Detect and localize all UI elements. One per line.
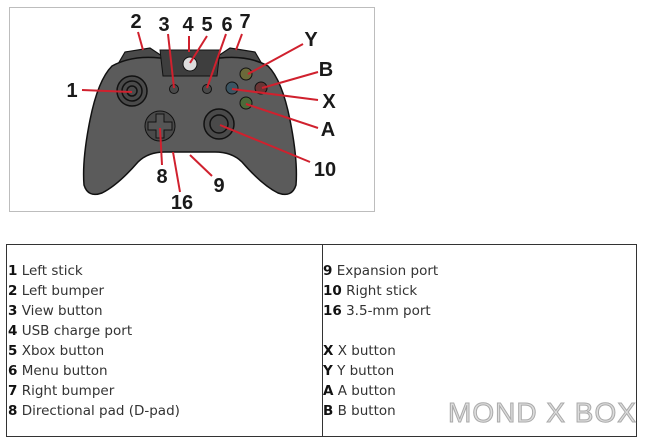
menu-button-icon: [202, 84, 212, 94]
legend-item: A A button: [323, 383, 396, 399]
callout-3: 3: [158, 14, 170, 36]
callout-x: X: [322, 91, 336, 113]
controller-illustration: [81, 31, 319, 196]
callout-10: 10: [313, 159, 337, 181]
callout-1: 1: [66, 80, 78, 102]
dpad-icon: [144, 110, 176, 142]
b-button-icon: [254, 81, 268, 95]
callout-6: 6: [221, 14, 233, 36]
controller-diagram-frame: [9, 7, 375, 212]
legend-item: 16 3.5-mm port: [323, 303, 431, 319]
callout-2: 2: [130, 11, 142, 33]
callout-y: Y: [304, 29, 318, 51]
xbox-button-icon: [182, 56, 198, 72]
legend-item: X X button: [323, 343, 396, 359]
callout-b: B: [318, 59, 334, 81]
legend-left-column: 1 Left stick 2 Left bumper 3 View button…: [8, 261, 180, 421]
legend-item: 9 Expansion port: [323, 263, 439, 279]
legend-item: 8 Directional pad (D-pad): [8, 403, 180, 419]
controller-body: [82, 56, 298, 196]
legend-item: 5 Xbox button: [8, 343, 105, 359]
legend-right-column: 9 Expansion port 10 Right stick 16 3.5-m…: [323, 261, 438, 421]
y-button-icon: [239, 67, 253, 81]
legend-item: 4 USB charge port: [8, 323, 133, 339]
callout-8: 8: [156, 166, 168, 188]
legend-table: 1 Left stick 2 Left bumper 3 View button…: [6, 244, 637, 437]
watermark-logo: MOND X BOX: [448, 397, 637, 429]
x-button-icon: [225, 81, 239, 95]
callout-4: 4: [182, 14, 194, 36]
legend-item: 7 Right bumper: [8, 383, 115, 399]
legend-item: 2 Left bumper: [8, 283, 105, 299]
legend-item: 6 Menu button: [8, 363, 108, 379]
callout-9: 9: [213, 175, 225, 197]
callout-16: 16: [170, 192, 194, 214]
a-button-icon: [239, 96, 253, 110]
legend-item: 3 View button: [8, 303, 103, 319]
legend-item: 10 Right stick: [323, 283, 418, 299]
callout-7: 7: [239, 11, 251, 33]
legend-item: B B button: [323, 403, 396, 419]
callout-5: 5: [201, 14, 213, 36]
legend-item: Y Y button: [323, 363, 395, 379]
right-stick-icon: [203, 108, 235, 140]
legend-item: 1 Left stick: [8, 263, 83, 279]
column-divider: [322, 245, 323, 436]
leader-lines: [81, 31, 319, 193]
callout-a: A: [320, 119, 336, 141]
